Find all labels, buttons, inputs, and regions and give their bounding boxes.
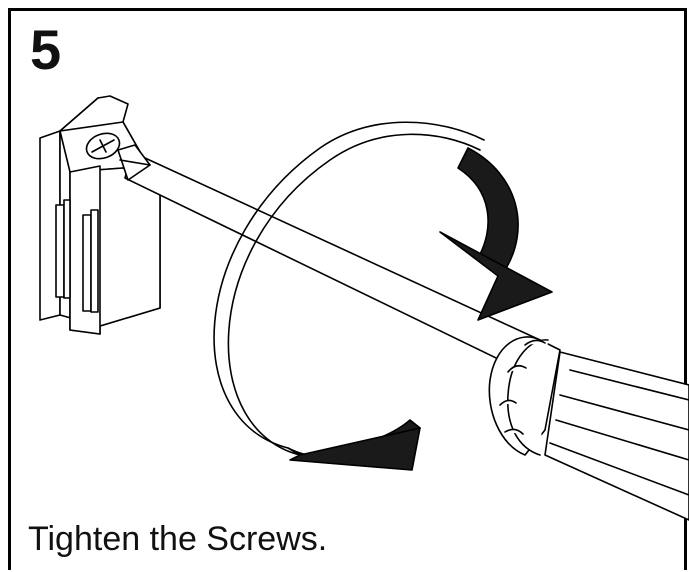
bracket-icon <box>39 95 161 335</box>
step-number: 5 <box>30 18 62 81</box>
rotation-arrow-icon <box>213 121 553 471</box>
caption-text: Tighten the Screws. <box>28 520 328 558</box>
screwdriver-handle <box>488 336 689 521</box>
